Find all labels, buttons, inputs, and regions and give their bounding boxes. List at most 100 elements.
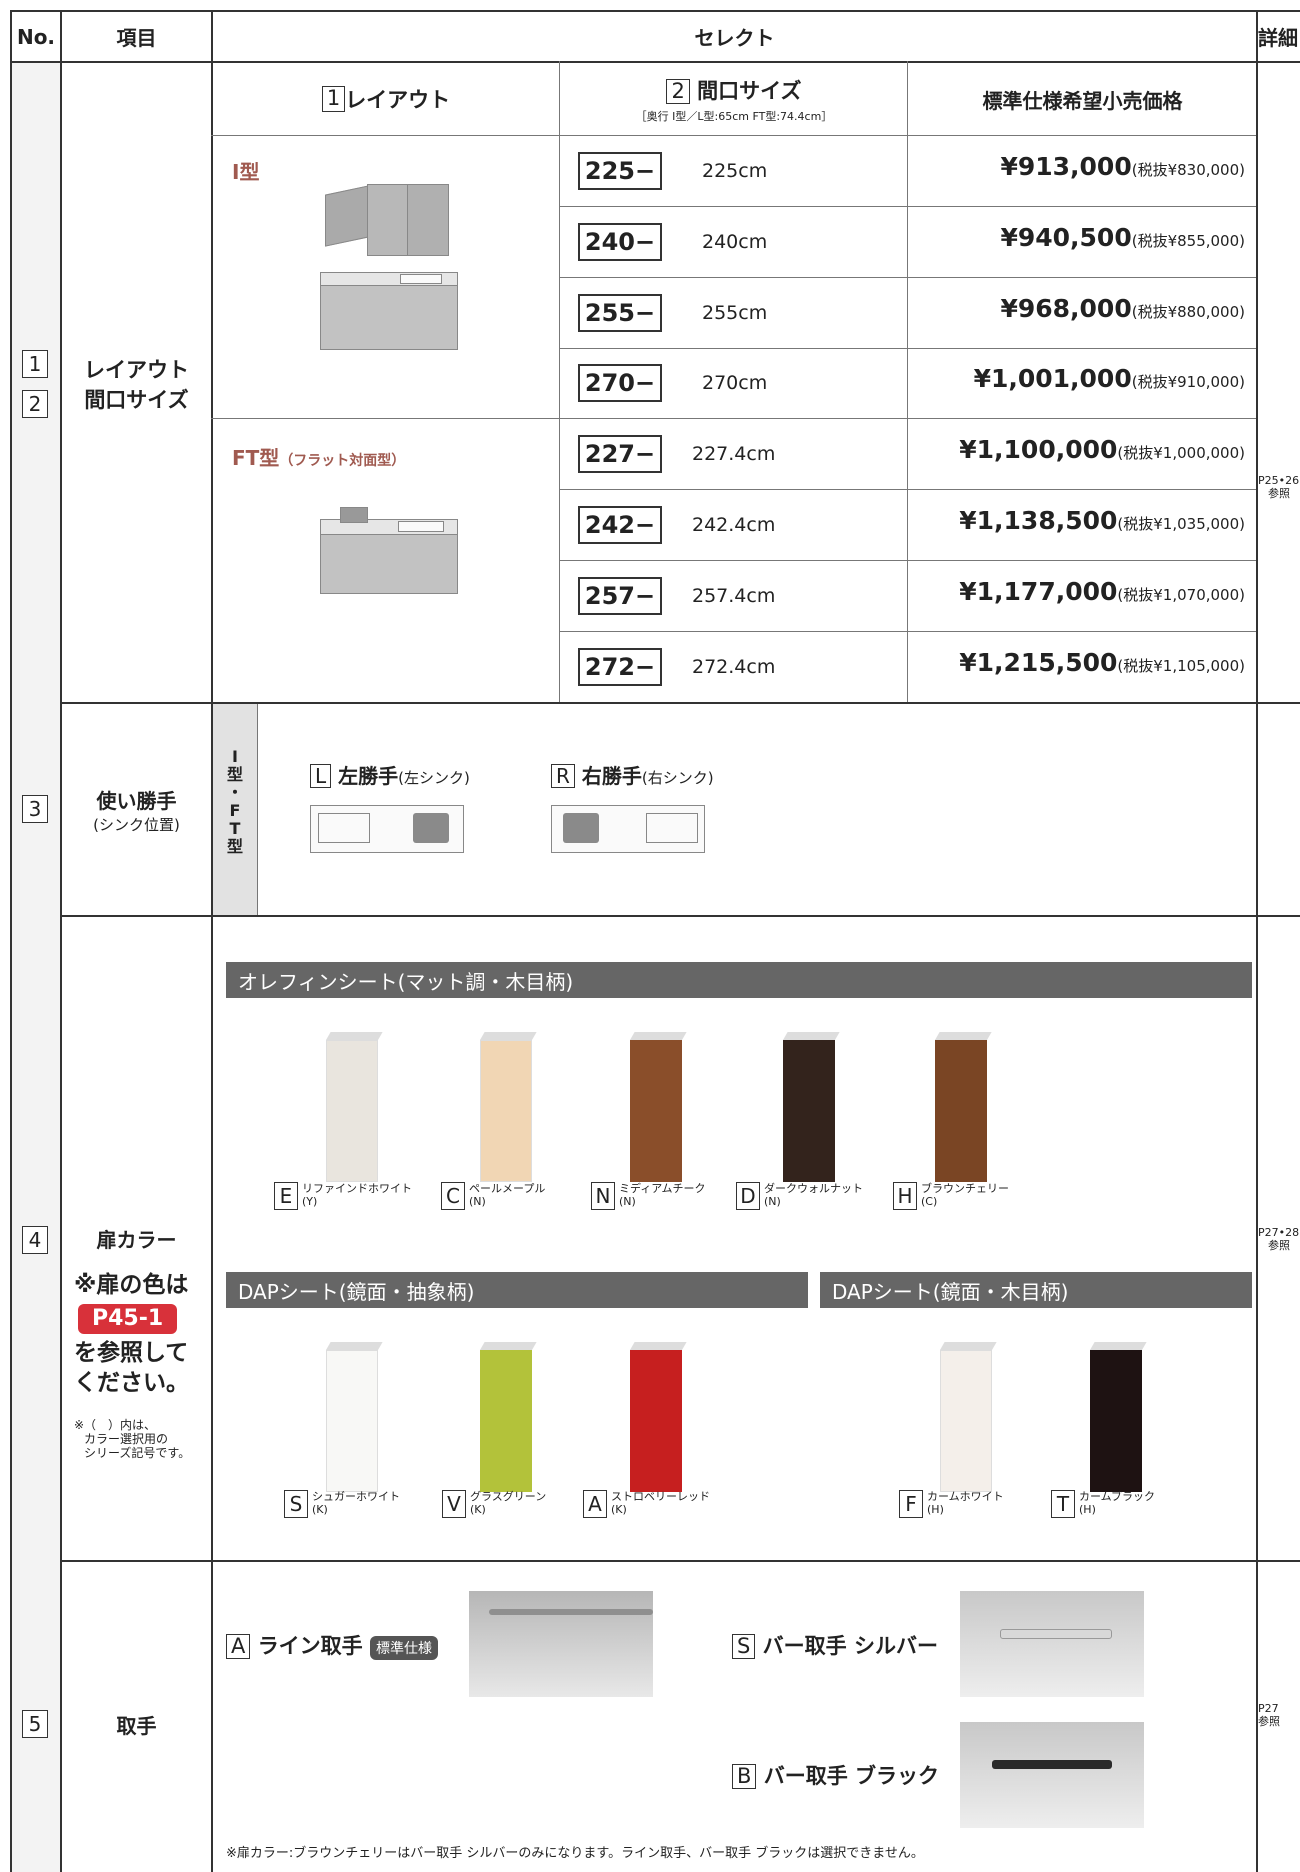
color-code-colors1-1: C [441, 1182, 465, 1210]
row3-subtitle: (シンク位置) [93, 816, 180, 834]
detail-p27[interactable]: P27 参照 [1258, 1702, 1300, 1728]
header-no: No. [16, 24, 56, 49]
swatch-colors1-1[interactable] [480, 1040, 532, 1182]
size-code-1[interactable]: 240− [578, 222, 662, 261]
hand-right-label: 右勝手 [581, 764, 642, 788]
color-series-colors1-3: (N) [764, 1195, 781, 1208]
size-code-5[interactable]: 242− [578, 506, 662, 544]
price-main-7: ¥1,215,500 [959, 647, 1118, 677]
price-tax-4: (税抜¥1,000,000) [1117, 444, 1245, 463]
color-name-colors1-4: ブラウンチェリー [921, 1182, 1009, 1195]
row4-small-note: ※（ ）内は、 カラー選択用の シリーズ記号です。 [74, 1418, 214, 1460]
size-value-5: 242.4cm [692, 514, 776, 536]
handle-silver-code: S [732, 1634, 756, 1660]
size-code-6[interactable]: 257− [578, 576, 662, 615]
color-series-colors1-1: (N) [469, 1195, 486, 1208]
row12-label-line1: レイアウト [84, 358, 189, 382]
size-code-3[interactable]: 270− [578, 364, 662, 403]
col-layout-label: レイアウト [345, 88, 451, 112]
swatch-colors1-0[interactable] [326, 1040, 378, 1182]
swatch-colors2-1[interactable] [480, 1350, 532, 1492]
section-olefin: オレフィンシート(マット調・木目柄) [226, 962, 1252, 998]
detail-ref-4: 参照 [1268, 1239, 1290, 1252]
col-size-header: 2 間口サイズ ［奥行 I型／L型:65cm FT型:74.4cm］ [561, 63, 907, 135]
price-6: ¥1,177,000(税抜¥1,070,000) [909, 577, 1245, 606]
swatch-colors3-0[interactable] [940, 1350, 992, 1492]
price-tax-7: (税抜¥1,105,000) [1117, 656, 1245, 675]
size-value-4: 227.4cm [692, 443, 776, 466]
col-size-label: 間口サイズ [697, 78, 802, 103]
color-label-colors1-1[interactable]: C ペールメープル(N) [441, 1182, 545, 1210]
color-code-colors2-1: V [442, 1490, 466, 1518]
detail-p27-28[interactable]: P27•28 参照 [1258, 1226, 1300, 1252]
size-value-7: 272.4cm [692, 655, 776, 678]
row4-small-line2: カラー選択用の [84, 1432, 169, 1446]
color-series-colors1-0: (Y) [302, 1195, 318, 1208]
type-ft-name: FT型 [232, 446, 280, 470]
price-main-0: ¥913,000 [1000, 152, 1132, 181]
price-3: ¥1,001,000(税抜¥910,000) [909, 364, 1245, 393]
handle-footnote: ※扉カラー:ブラウンチェリーはバー取手 シルバーのみになります。ライン取手、バー… [226, 1846, 924, 1861]
size-value-2: 255cm [702, 301, 768, 324]
swatch-colors2-2[interactable] [630, 1350, 682, 1492]
price-1: ¥940,500(税抜¥855,000) [909, 223, 1245, 252]
handle-silver-photo [960, 1591, 1144, 1697]
price-5: ¥1,138,500(税抜¥1,035,000) [909, 506, 1245, 535]
color-series-colors3-0: (H) [927, 1503, 944, 1516]
hand-right-option[interactable]: R 右勝手(右シンク) [551, 760, 714, 789]
color-name-colors1-0: リファインドホワイト [302, 1182, 412, 1195]
row-number-5: 5 [22, 1710, 48, 1738]
handle-black-option[interactable]: B バー取手 ブラック [732, 1760, 939, 1790]
price-7: ¥1,215,500(税抜¥1,105,000) [909, 648, 1245, 677]
header-select: セレクト [694, 26, 775, 50]
color-series-colors1-4: (C) [921, 1195, 938, 1208]
detail-p25-26[interactable]: P25•26 参照 [1258, 474, 1300, 500]
kitchen-i-image [310, 180, 460, 360]
handle-black-photo [960, 1722, 1144, 1828]
handle-line-option[interactable]: A ライン取手 標準仕様 [226, 1630, 438, 1660]
row3-type-column [213, 704, 257, 915]
handle-line-photo [469, 1591, 653, 1697]
swatch-colors1-4[interactable] [935, 1040, 987, 1182]
color-label-colors1-0[interactable]: E リファインドホワイト(Y) [274, 1182, 412, 1210]
price-tax-2: (税抜¥880,000) [1131, 302, 1245, 321]
hand-right-code: R [551, 764, 575, 788]
vertical-char-5: 型 [226, 837, 243, 856]
size-code-4[interactable]: 227− [578, 435, 662, 474]
row4-note-line2: を参照して [74, 1340, 189, 1366]
handle-silver-option[interactable]: S バー取手 シルバー [732, 1630, 938, 1660]
row4-note-badge[interactable]: P45-1 [78, 1304, 178, 1334]
price-tax-1: (税抜¥855,000) [1131, 231, 1245, 250]
size-code-0[interactable]: 225− [578, 152, 662, 190]
hand-left-note: (左シンク) [398, 769, 470, 787]
swatch-colors2-0[interactable] [326, 1350, 378, 1492]
hand-left-label: 左勝手 [338, 764, 399, 788]
type-i-label: I型 [232, 160, 260, 184]
size-value-1: 240cm [702, 230, 768, 253]
color-name-colors2-0: シュガーホワイト [312, 1490, 400, 1503]
hand-left-option[interactable]: L 左勝手(左シンク) [310, 760, 470, 789]
header-item: 項目 [116, 26, 157, 50]
color-name-colors1-1: ペールメープル [469, 1182, 546, 1195]
vertical-char-4: T [229, 819, 241, 838]
swatch-colors1-3[interactable] [783, 1040, 835, 1182]
color-code-colors2-0: S [284, 1490, 308, 1518]
swatch-colors3-1[interactable] [1090, 1350, 1142, 1492]
price-main-6: ¥1,177,000 [959, 576, 1118, 606]
size-code-2[interactable]: 255− [578, 293, 662, 332]
col-layout-num: 1 [321, 86, 346, 112]
size-code-7[interactable]: 272− [578, 647, 662, 686]
swatch-colors1-2[interactable] [630, 1040, 682, 1182]
color-code-colors1-0: E [274, 1182, 298, 1210]
hand-right-diagram [551, 805, 705, 853]
col-layout-header: 1 レイアウト [213, 63, 559, 135]
color-code-colors1-2: N [591, 1182, 615, 1210]
